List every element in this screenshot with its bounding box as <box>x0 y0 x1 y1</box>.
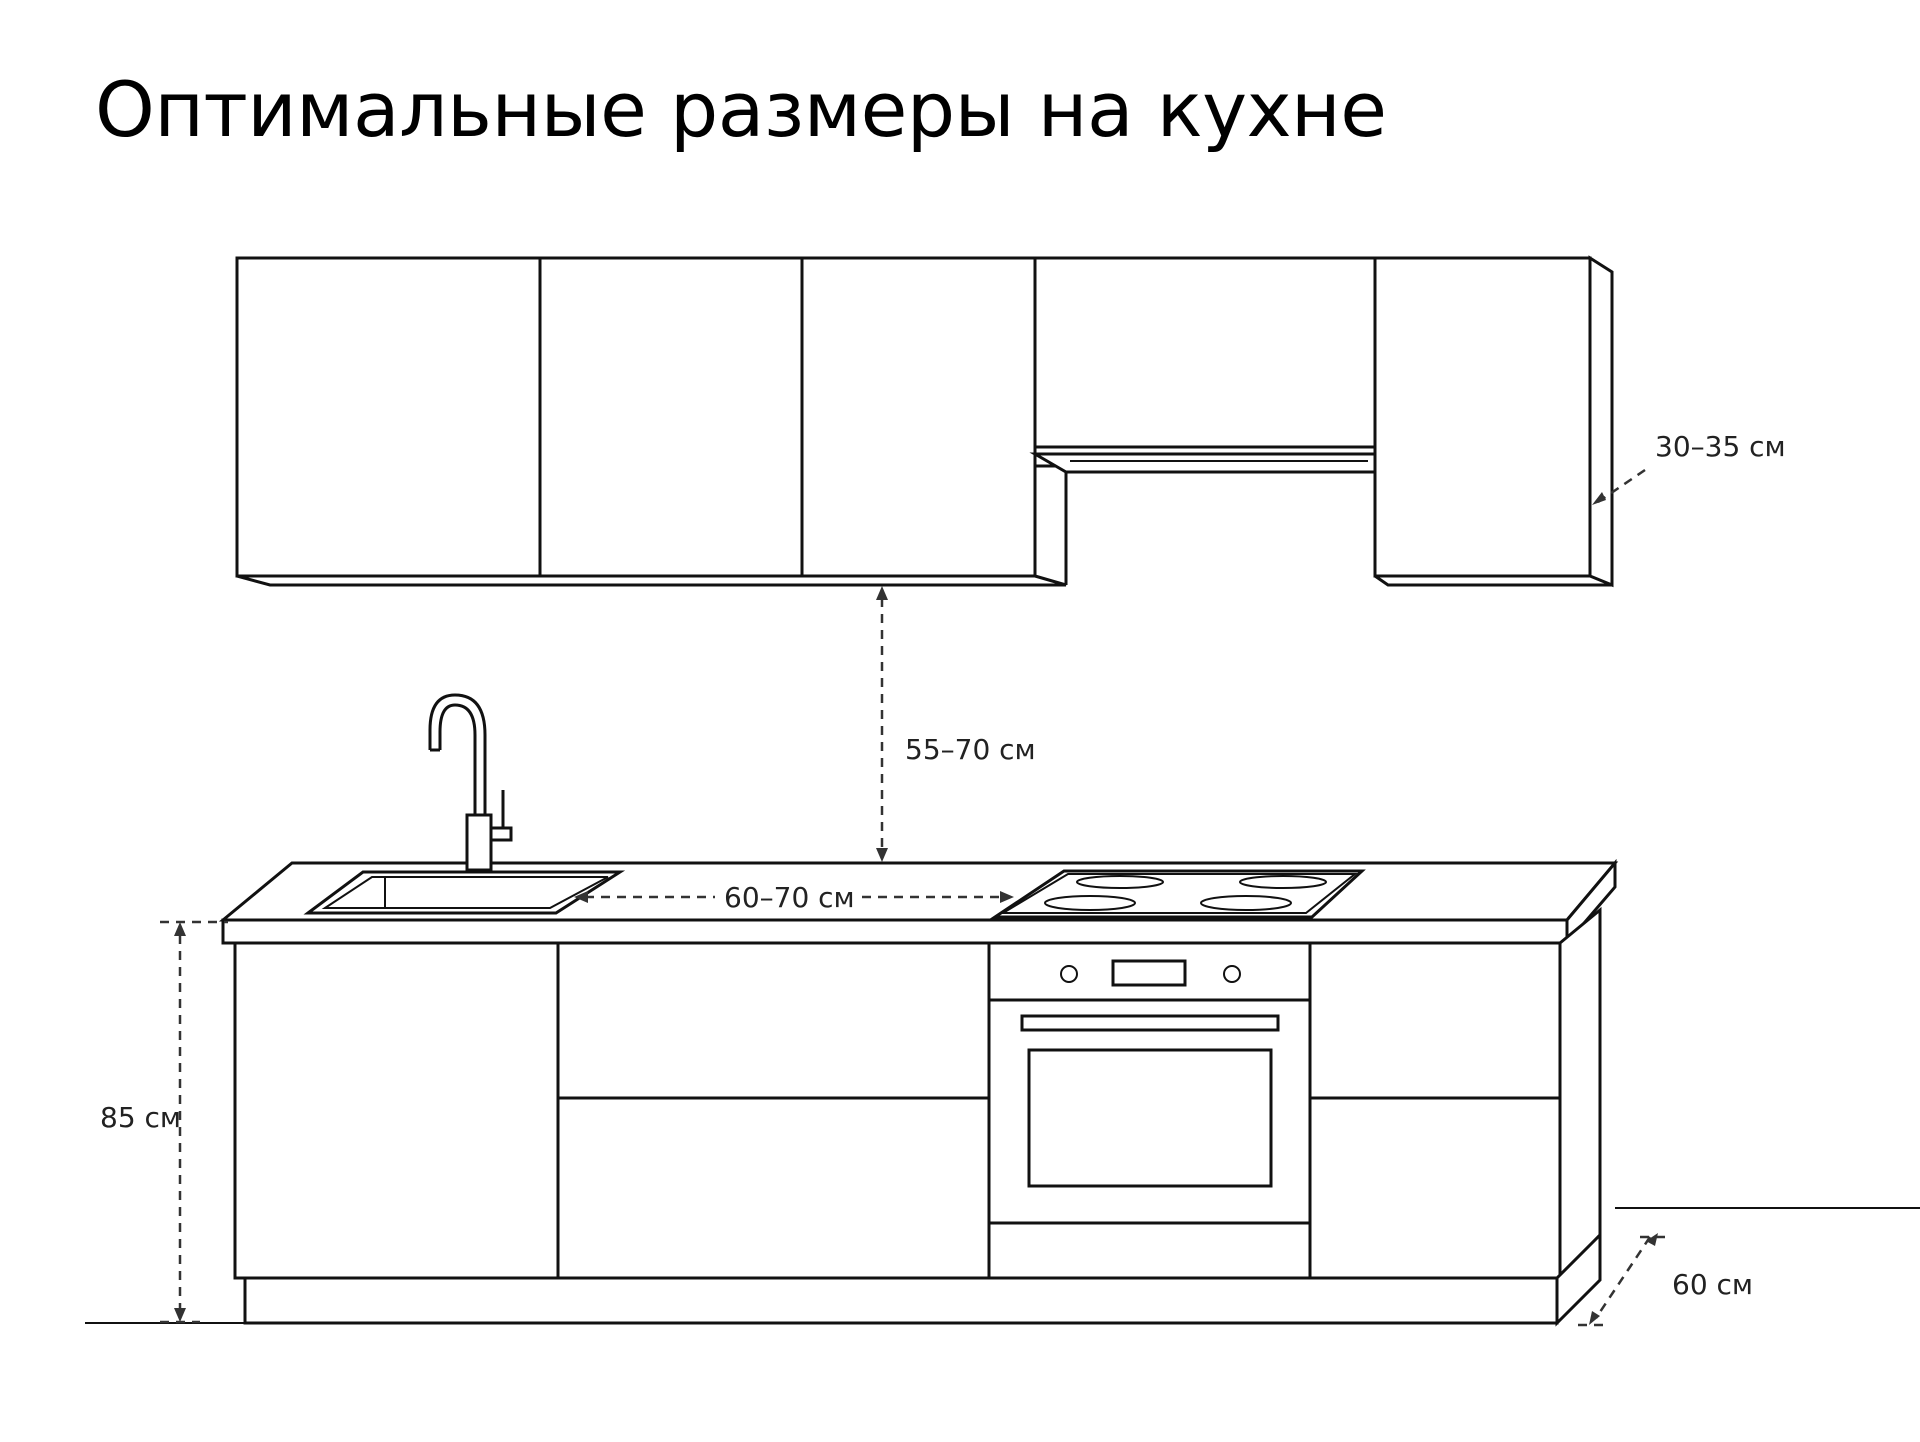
base-cabinets <box>233 906 1602 1327</box>
upper-cabinet-2 <box>538 256 804 578</box>
burner-3 <box>1044 895 1136 911</box>
oven-knob-left <box>1060 965 1078 983</box>
label-gap-height: 55–70 см <box>905 733 1036 766</box>
sink-bowl <box>321 876 609 909</box>
hood-cabinet <box>1033 256 1377 449</box>
dimension-sink-hob <box>574 891 1014 903</box>
faucet-spout <box>428 693 487 815</box>
dimension-gap-height <box>876 586 888 862</box>
faucet-body <box>465 813 493 872</box>
burner-1 <box>1076 875 1164 889</box>
cooktop-glass <box>990 869 1366 919</box>
oven-display <box>1111 959 1187 987</box>
cooktop <box>990 869 1366 919</box>
countertop-front-edge <box>221 918 1569 945</box>
dimension-counter-height <box>160 920 228 1324</box>
oven-knob-right <box>1223 965 1241 983</box>
base-cabinet-right-bottom <box>1308 1096 1562 1280</box>
dimension-base-depth <box>1578 1233 1668 1327</box>
faucet-handle <box>489 826 513 842</box>
label-sink-hob-distance: 60–70 см <box>724 881 855 914</box>
base-cabinet-side <box>1558 906 1602 1282</box>
upper-cabinet-right-side <box>1588 255 1614 588</box>
upper-cabinet-right <box>1373 256 1592 578</box>
range-hood-underside <box>1029 452 1377 474</box>
oven-handle <box>1020 1014 1280 1032</box>
drawer-bottom <box>556 1096 991 1280</box>
dimension-upper-depth <box>1592 468 1646 505</box>
base-cabinet-sink <box>233 941 560 1280</box>
sink <box>303 870 626 915</box>
upper-cabinet-1 <box>235 256 542 578</box>
label-upper-depth: 30–35 см <box>1655 430 1786 463</box>
upper-right-bottom-edge <box>1374 574 1612 587</box>
upper-cabinets <box>235 255 1614 588</box>
label-counter-height: 85 см <box>100 1101 181 1134</box>
faucet <box>428 693 513 872</box>
page-title: Оптимальные размеры на кухне <box>95 65 1387 154</box>
burner-2 <box>1239 875 1327 889</box>
oven-window <box>1027 1048 1273 1188</box>
plinth <box>243 1276 1559 1325</box>
upper-cabinet-3 <box>800 256 1037 578</box>
plinth-side <box>1555 1231 1602 1327</box>
upper-left-side <box>1035 464 1068 585</box>
label-base-depth: 60 см <box>1672 1268 1753 1301</box>
base-cabinet-right-top <box>1308 941 1562 1100</box>
burner-4 <box>1200 895 1292 911</box>
upper-left-bottom-edge <box>236 574 1067 587</box>
drawer-top <box>556 941 991 1100</box>
